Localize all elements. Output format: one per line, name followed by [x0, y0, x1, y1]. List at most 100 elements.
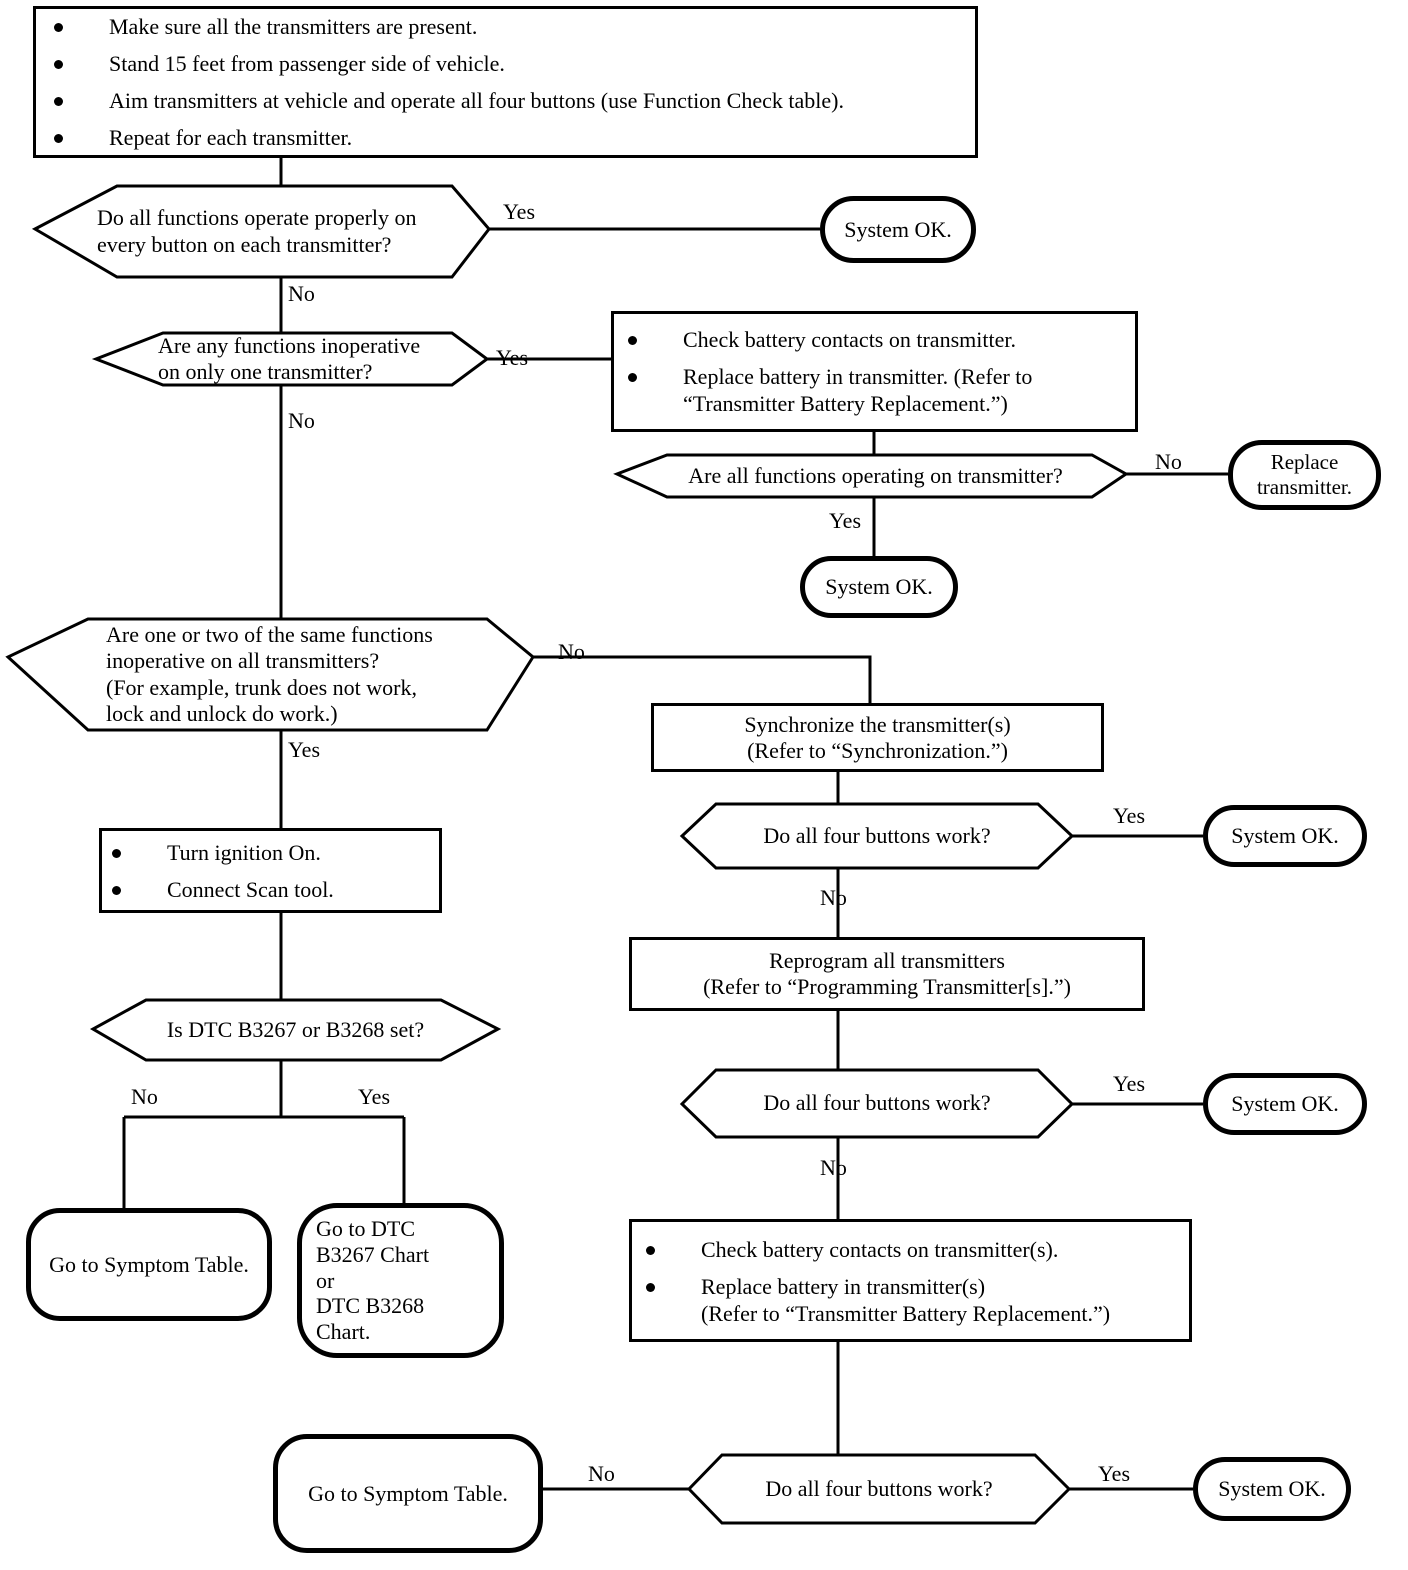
reprogram-box: Reprogram all transmitters (Refer to “Pr…: [629, 937, 1145, 1011]
edge-label-yes: Yes: [1098, 1461, 1131, 1486]
bullet-icon: [112, 848, 121, 858]
decision-line: Are one or two of the same functions: [106, 621, 433, 647]
bullet-icon: [628, 373, 637, 383]
decision-line: Do all functions operate properly on: [97, 205, 417, 231]
decision-all-functions-operate: Do all functions operate properly on eve…: [35, 186, 489, 277]
terminal-system-ok-1: System OK.: [820, 196, 976, 263]
hex-d5: [89, 998, 502, 1062]
bullet-icon: [54, 97, 63, 106]
list-item: Stand 15 feet from passenger side of veh…: [46, 51, 959, 78]
decision-same-functions-inoperative: Are one or two of the same functions ino…: [8, 619, 533, 730]
terminal-line: System OK.: [1231, 1091, 1339, 1117]
decision-all-operating-on-transmitter: Are all functions operating on transmitt…: [617, 455, 1126, 497]
bullet-icon: [646, 1246, 655, 1256]
instruction-text: Aim transmitters at vehicle and operate …: [109, 88, 844, 113]
list-item: Connect Scan tool.: [104, 877, 431, 904]
process-line: (Refer to “Synchronization.”): [747, 737, 1008, 763]
instruction-text: Connect Scan tool.: [167, 876, 334, 902]
instruction-text: Repeat for each transmitter.: [109, 124, 353, 150]
list-item: Replace battery in transmitter(s) (Refer…: [638, 1274, 1179, 1328]
instruction-text: Replace battery in transmitter(s) (Refer…: [701, 1274, 1111, 1326]
list-item: Replace battery in transmitter. (Refer t…: [620, 364, 1125, 418]
terminal-system-ok-4: System OK.: [1203, 1073, 1367, 1135]
edge-label-yes: Yes: [829, 508, 862, 533]
instruction-text: Replace battery in transmitter. (Refer t…: [683, 364, 1033, 416]
decision-four-buttons-after-sync: Do all four buttons work?: [682, 804, 1072, 868]
start-instructions-box: Make sure all the transmitters are prese…: [33, 6, 978, 158]
edge-label-yes: Yes: [1113, 1071, 1146, 1096]
battery-one-transmitter-box: Check battery contacts on transmitter. R…: [611, 311, 1138, 432]
edge-label-no: No: [288, 408, 315, 433]
edge-label-yes: Yes: [496, 345, 529, 370]
edge-label-no: No: [558, 639, 585, 664]
battery-one-list: Check battery contacts on transmitter. R…: [620, 327, 1125, 417]
list-item: Check battery contacts on transmitter.: [620, 327, 1125, 354]
terminal-system-ok-5: System OK.: [1193, 1457, 1351, 1521]
terminal-line: Chart.: [316, 1319, 371, 1345]
instruction-text: Turn ignition On.: [167, 839, 321, 865]
bullet-icon: [646, 1283, 655, 1293]
instruction-text: Check battery contacts on transmitter(s)…: [701, 1237, 1059, 1263]
process-line: Reprogram all transmitters: [769, 948, 1005, 973]
terminal-line: B3267 Chart: [316, 1241, 430, 1267]
hex-d3: [613, 453, 1129, 499]
bullet-icon: [112, 885, 121, 895]
process-line: Synchronize the transmitter(s): [744, 711, 1011, 737]
terminal-dtc-chart: Go to DTC B3267 Chart or DTC B3268 Chart…: [297, 1203, 504, 1358]
hex-d6: [679, 802, 1075, 870]
edge-label-no: No: [820, 885, 847, 910]
edge-label-yes: Yes: [358, 1084, 391, 1109]
terminal-symptom-table-1: Go to Symptom Table.: [26, 1208, 272, 1321]
terminal-line: System OK.: [1218, 1476, 1326, 1502]
battery-all-transmitters-box: Check battery contacts on transmitter(s)…: [629, 1219, 1192, 1342]
hex-d4: [5, 617, 535, 732]
edge-label-no: No: [588, 1461, 615, 1486]
decision-line: lock and unlock do work.): [106, 700, 338, 726]
edge-label-no: No: [1155, 449, 1182, 474]
list-item: Make sure all the transmitters are prese…: [46, 14, 959, 41]
edge-label-yes: Yes: [1113, 803, 1146, 828]
decision-line: (For example, trunk does not work,: [106, 674, 417, 700]
terminal-replace-transmitter: Replace transmitter.: [1228, 440, 1381, 510]
terminal-line: System OK.: [825, 574, 933, 600]
hex-d8: [686, 1453, 1072, 1525]
terminal-symptom-table-2: Go to Symptom Table.: [273, 1434, 543, 1553]
bullet-icon: [54, 23, 63, 33]
terminal-line: Go to DTC: [316, 1215, 415, 1241]
terminal-line: Go to Symptom Table.: [308, 1480, 508, 1506]
instruction-text: Stand 15 feet from passenger side of veh…: [109, 51, 505, 77]
list-item: Turn ignition On.: [104, 840, 431, 867]
edge-label-yes: Yes: [503, 199, 536, 224]
bullet-icon: [54, 60, 63, 70]
terminal-line: System OK.: [1231, 823, 1339, 849]
bullet-icon: [628, 336, 637, 346]
decision-line: every button on each transmitter?: [97, 231, 392, 257]
decision-four-buttons-after-battery: Do all four buttons work?: [689, 1455, 1069, 1523]
terminal-system-ok-2: System OK.: [800, 556, 958, 618]
decision-four-buttons-after-reprogram: Do all four buttons work?: [682, 1070, 1072, 1137]
bullet-icon: [54, 133, 63, 143]
process-line: (Refer to “Programming Transmitter[s].”): [703, 974, 1071, 999]
terminal-line: or: [316, 1267, 335, 1293]
ignition-scan-list: Turn ignition On. Connect Scan tool.: [104, 840, 431, 904]
hex-d7: [679, 1068, 1075, 1139]
synchronize-box: Synchronize the transmitter(s) (Refer to…: [651, 703, 1104, 772]
instruction-text: Check battery contacts on transmitter.: [683, 327, 1016, 353]
edge-label-no: No: [131, 1084, 158, 1109]
decision-one-transmitter: Are any functions inoperative on only on…: [96, 333, 487, 385]
terminal-line: System OK.: [844, 216, 952, 242]
start-instructions-list: Make sure all the transmitters are prese…: [46, 14, 959, 151]
decision-line: Is DTC B3267 or B3268 set?: [166, 1016, 425, 1042]
decision-line: Do all four buttons work?: [765, 1475, 993, 1501]
decision-line: Are any functions inoperative: [158, 332, 421, 358]
list-item: Repeat for each transmitter.: [46, 125, 959, 152]
decision-line: on only one transmitter?: [158, 359, 373, 384]
edge-label-no: No: [820, 1155, 847, 1180]
ignition-scan-tool-box: Turn ignition On. Connect Scan tool.: [99, 828, 442, 913]
decision-dtc-set: Is DTC B3267 or B3268 set?: [93, 1000, 498, 1060]
edge-label-no: No: [288, 281, 315, 306]
terminal-line: Replace: [1270, 450, 1339, 475]
decision-line: Do all four buttons work?: [763, 822, 991, 848]
hex-d1: [31, 184, 491, 279]
